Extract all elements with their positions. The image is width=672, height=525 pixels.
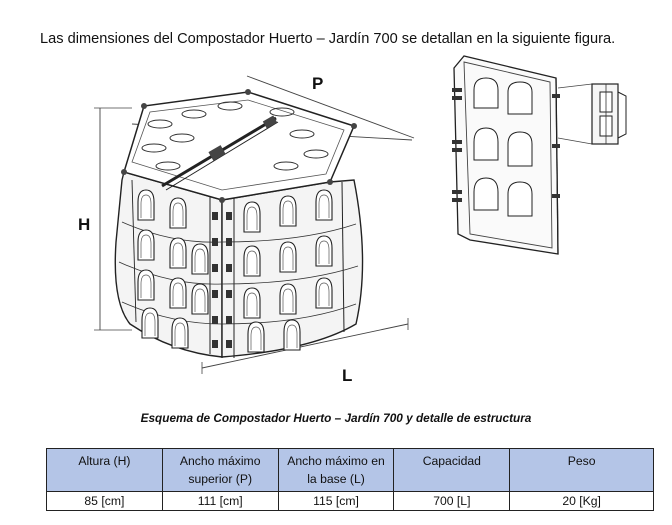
table-header-row: Altura (H) Ancho máximo superior (P) Anc… <box>46 448 654 492</box>
dimension-label-l: L <box>342 366 353 385</box>
header-height: Altura (H) <box>46 448 163 492</box>
dimension-label-p: P <box>312 74 324 93</box>
cell-base-width: 115 [cm] <box>277 491 395 511</box>
intro-text: Las dimensiones del Compostador Huerto –… <box>40 31 616 47</box>
cell-weight: 20 [Kg] <box>509 491 654 511</box>
specifications-table: Altura (H) Ancho máximo superior (P) Anc… <box>46 448 654 511</box>
structure-detail-drawing <box>452 55 627 255</box>
dimension-label-h: H <box>78 215 91 234</box>
table-row: 85 [cm] 111 [cm] 115 [cm] 700 [L] 20 [Kg… <box>46 491 654 511</box>
cell-height: 85 [cm] <box>46 491 163 511</box>
header-base-width: Ancho máximo en la base (L) <box>277 448 395 492</box>
cell-top-width: 111 [cm] <box>161 491 279 511</box>
cell-capacity: 700 [L] <box>393 491 511 511</box>
header-capacity: Capacidad <box>393 448 511 492</box>
header-top-width: Ancho máximo superior (P) <box>161 448 279 492</box>
composter-drawing <box>94 75 415 374</box>
figure-caption: Esquema de Compostador Huerto – Jardín 7… <box>140 411 532 425</box>
header-weight: Peso <box>509 448 654 492</box>
